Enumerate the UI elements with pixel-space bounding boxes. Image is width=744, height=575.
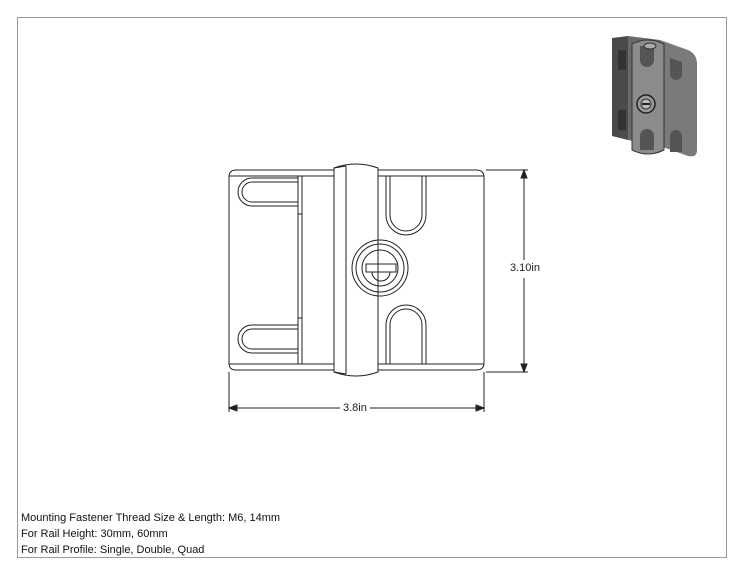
notes-block: Mounting Fastener Thread Size & Length: … <box>21 510 280 558</box>
left-bottom-slot <box>237 324 298 354</box>
title-block-line <box>17 557 401 558</box>
left-top-slot <box>237 177 298 207</box>
width-dimension-label: 3.8in <box>343 402 367 414</box>
hinge-3d-thumbnail <box>612 36 697 157</box>
drawing-frame-right-edge <box>726 17 727 558</box>
height-dimension-label: 3.10in <box>510 262 540 274</box>
hinge-left-leaf <box>228 169 335 371</box>
right-top-slot <box>385 176 427 236</box>
hinge-knuckle <box>333 163 379 377</box>
note-fastener: Mounting Fastener Thread Size & Length: … <box>21 512 281 524</box>
hinge-right-leaf <box>377 169 485 371</box>
lock-cylinder <box>351 239 409 297</box>
note-rail-profile: For Rail Profile: Single, Double, Quad <box>21 544 205 556</box>
note-rail-height: For Rail Height: 30mm, 60mm <box>21 528 168 540</box>
height-dimension <box>486 168 528 374</box>
width-dimension <box>227 372 486 412</box>
right-bottom-slot <box>385 304 427 364</box>
